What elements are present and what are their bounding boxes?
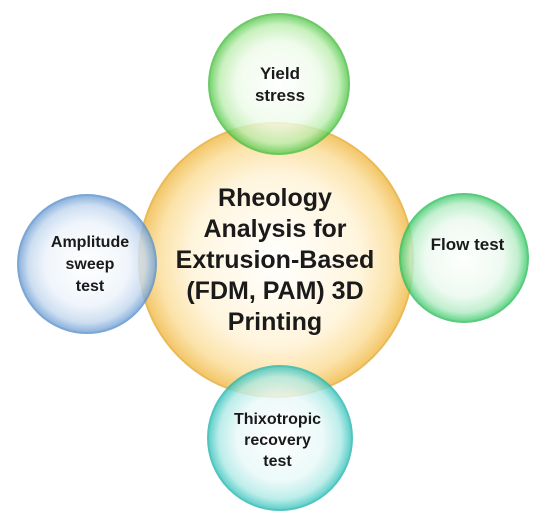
yield-stress-circle (208, 13, 350, 155)
amplitude-sweep-circle (17, 194, 157, 334)
thixotropic-recovery-circle (207, 365, 353, 511)
flow-test-circle (399, 193, 529, 323)
center-circle (138, 122, 414, 398)
